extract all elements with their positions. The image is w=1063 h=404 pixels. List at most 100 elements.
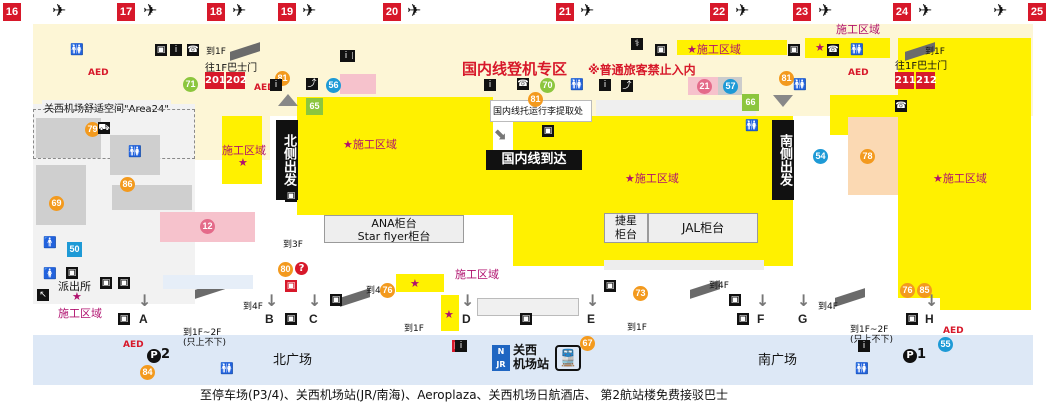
marker-55: 55 <box>938 337 953 352</box>
bus-gate-201[interactable]: 201 <box>205 72 226 89</box>
entrance-g[interactable]: G <box>798 312 808 326</box>
aed-icon: AED <box>848 68 869 78</box>
phone-icon: ☎ <box>895 100 907 112</box>
bus-gate-202[interactable]: 202 <box>226 72 247 89</box>
construction-label: 施工区域 <box>58 307 102 320</box>
gate-19[interactable]: 19 <box>278 3 296 21</box>
south-departure-label: 南侧出发 <box>772 120 794 200</box>
to-4f-label: 到4F <box>366 286 386 296</box>
gate-23[interactable]: 23 <box>793 3 811 21</box>
marker-84: 84 <box>140 365 155 380</box>
shop-pink <box>340 74 376 94</box>
entrance-d[interactable]: D <box>462 312 471 326</box>
police-box-label: 派出所 <box>58 280 91 293</box>
marker-57: 57 <box>723 79 738 94</box>
restroom-icon: 🚻 <box>70 43 84 56</box>
entrance-a[interactable]: A <box>139 312 148 326</box>
parking-1[interactable]: PP11 <box>903 347 926 363</box>
domestic-arrival-label: 国内线到达 <box>486 150 582 170</box>
information-icon: i <box>340 50 352 62</box>
escalator-icon <box>835 288 865 307</box>
nursing-room-icon: ⚕ <box>631 38 643 50</box>
entrance-e[interactable]: E <box>587 312 596 326</box>
restroom-icon: 🚺 <box>43 267 57 280</box>
phone-icon: ☎ <box>187 44 199 56</box>
construction-center-2 <box>493 165 513 215</box>
down-arrow-icon: ↓ <box>461 291 475 310</box>
to-4f-label: 到4F <box>818 302 838 312</box>
restroom-icon: 🚻 <box>855 362 869 375</box>
down-arrow-icon: ↓ <box>586 291 600 310</box>
marker-76: 76 <box>900 283 915 298</box>
locker-icon: ▣ <box>330 294 342 306</box>
info-icon: ? <box>295 262 308 275</box>
only-up-label: (只上不下) <box>183 338 227 348</box>
gate-22[interactable]: 22 <box>710 3 728 21</box>
gate-24[interactable]: 24 <box>893 3 911 21</box>
to-1f-2f-label: 到1F~2F <box>183 328 222 338</box>
gate-21[interactable]: 21 <box>556 3 574 21</box>
north-plaza-label: 北广场 <box>273 353 313 368</box>
airplane-icon: ✈ <box>52 1 67 21</box>
gate-16[interactable]: 16 <box>3 3 21 21</box>
down-arrow-icon <box>773 95 793 107</box>
marker-73: 73 <box>633 286 648 301</box>
airplane-icon: ✈ <box>143 1 158 21</box>
entrance-b[interactable]: B <box>265 312 274 326</box>
marker-21: 21 <box>697 79 712 94</box>
locker-icon: ▣ <box>66 267 78 279</box>
exit-icon: ↖ <box>37 289 49 301</box>
information-icon: i <box>455 340 467 352</box>
entrance-h[interactable]: H <box>925 312 934 326</box>
down-arrow-icon: ↓ <box>138 291 152 310</box>
information-icon: i <box>858 340 870 352</box>
bus-gate-212[interactable]: 212 <box>916 72 937 89</box>
to-3f-label: 到3F <box>283 240 303 250</box>
gate-strip <box>0 0 1063 24</box>
construction-left <box>222 116 262 184</box>
star-icon: ★ <box>238 156 248 169</box>
south-plaza-label: 南广场 <box>758 353 798 368</box>
gate-18[interactable]: 18 <box>207 3 225 21</box>
construction-label: ★施工区域 <box>343 138 397 151</box>
information-icon: i <box>270 79 282 91</box>
construction-label: 施工区域 <box>222 144 266 157</box>
jal-counter: JAL柜台 <box>648 213 758 243</box>
to-1f-label: 到1F <box>627 323 647 333</box>
airplane-icon: ✈ <box>918 1 933 21</box>
gate-20[interactable]: 20 <box>383 3 401 21</box>
construction-label: 施工区域 <box>455 268 499 281</box>
area-floor <box>163 275 253 289</box>
phone-icon: ☎ <box>517 78 529 90</box>
construction-label: 施工区域 <box>836 23 880 36</box>
marker-80: 80 <box>278 262 293 277</box>
locker-icon: ▣ <box>118 313 130 325</box>
restroom-icon: 🚹 <box>43 236 57 249</box>
parking-2[interactable]: PP22 <box>147 347 170 363</box>
marker-79: 79 <box>85 122 100 137</box>
jetstar-counter: 捷星 柜台 <box>604 213 648 243</box>
locker-icon: ▣ <box>729 294 741 306</box>
to-1f-label: 到1F <box>925 47 945 57</box>
gate-17[interactable]: 17 <box>117 3 135 21</box>
train-icon: 🚆 <box>555 345 581 371</box>
to-1f-label: 到1F <box>206 47 226 57</box>
locker-icon: ▣ <box>118 277 130 289</box>
marker-69: 69 <box>49 196 64 211</box>
area-floor <box>604 260 764 270</box>
entrance-f[interactable]: F <box>757 312 765 326</box>
airplane-icon: ✈ <box>993 1 1008 21</box>
entrance-c[interactable]: C <box>309 312 318 326</box>
down-arrow-icon: ⬊ <box>493 124 507 143</box>
gate-25[interactable]: 25 <box>1028 3 1046 21</box>
marker-78: 78 <box>860 149 875 164</box>
to-1f-label: 到1F <box>404 324 424 334</box>
escalator-sign-icon: ⤴ <box>306 78 318 90</box>
corridor-gray <box>596 100 756 116</box>
domestic-boarding-title: 国内线登机专区 <box>462 60 568 78</box>
information-icon: i <box>484 79 496 91</box>
bus-gate-211[interactable]: 211 <box>895 72 916 89</box>
airplane-icon: ✈ <box>302 1 317 21</box>
star-icon: ★ <box>444 308 454 321</box>
